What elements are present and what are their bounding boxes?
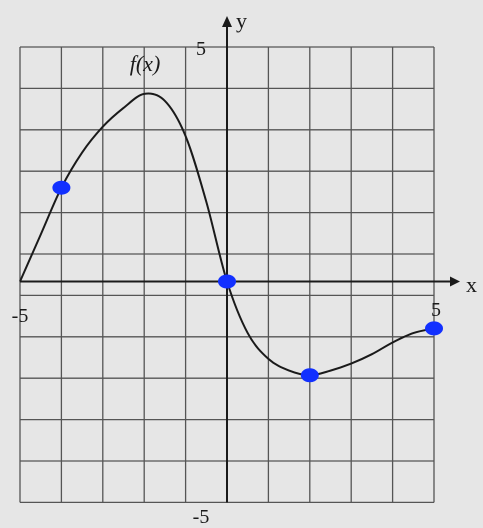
data-point (52, 180, 71, 195)
data-point (300, 368, 319, 383)
y-tick-max: 5 (196, 38, 206, 60)
y-axis-arrow (222, 16, 232, 27)
data-point (218, 274, 236, 289)
function-label: f(x) (130, 51, 161, 76)
y-axis-label: y (236, 8, 247, 33)
marked-points (52, 180, 443, 383)
x-tick-min: -5 (12, 305, 29, 327)
y-tick-min: -5 (193, 506, 210, 528)
data-point (425, 321, 443, 336)
x-axis-arrow (450, 276, 460, 287)
x-axis-label: x (466, 272, 477, 297)
x-tick-max: 5 (431, 299, 441, 321)
